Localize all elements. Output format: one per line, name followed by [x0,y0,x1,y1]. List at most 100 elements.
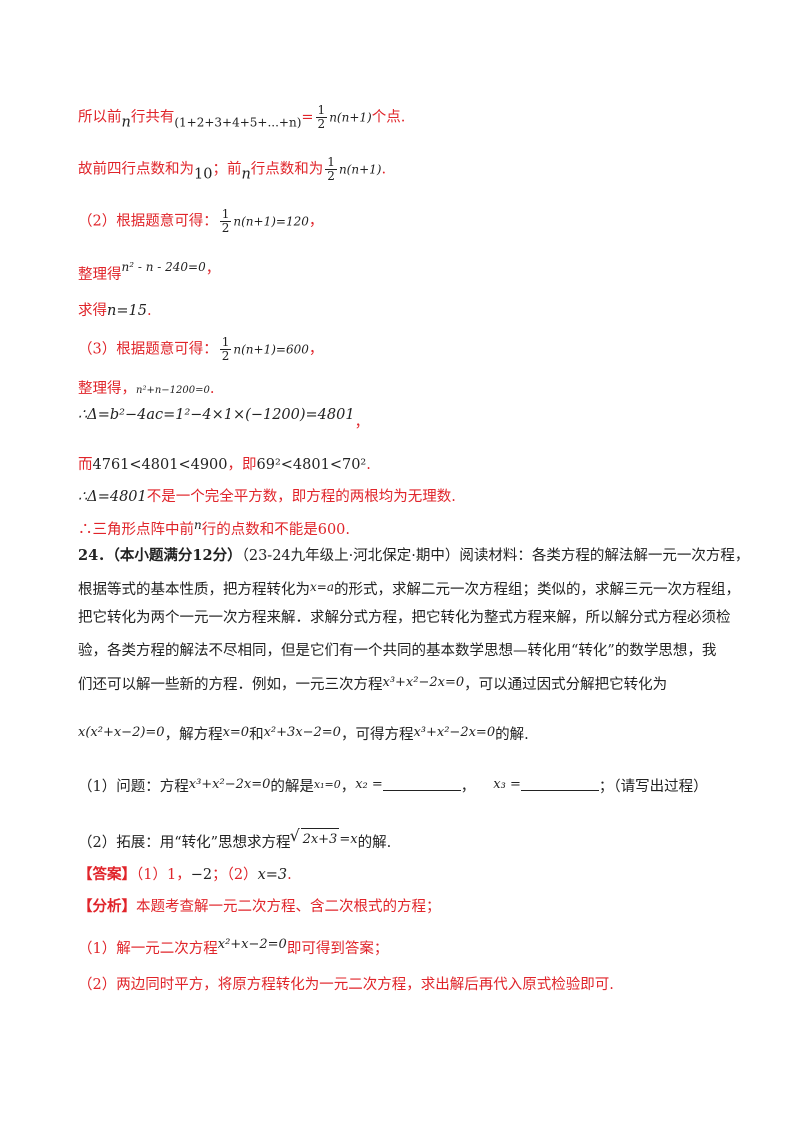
math-expr: x³+x²−2x=0 [413,725,496,740]
sol-line-4: 整理得n² - n - 240=0， [78,256,730,286]
math-eq: =x [339,832,358,847]
text: ；（请写出过程） [598,779,708,795]
text: 本题考查解一元二次方程、含二次根式的方程； [136,899,441,915]
text: ，即 [227,457,257,473]
math-x2: x₂ = [355,777,383,792]
answer-line: 【答案】（1）1，−2；（2）x=3. [78,864,730,886]
text: 们还可以解一些新的方程．例如，一元三次方程 [78,677,383,693]
math-value: −2 [190,867,213,883]
math-expr: n(n+1) [338,162,382,177]
answer-blank-x3[interactable] [520,776,599,791]
analysis-label: 【分析】 [78,898,136,915]
math-expr: x³+x²−2x=0 [188,777,271,792]
text: 和 [249,727,264,743]
text: 整理得 [78,267,122,283]
question-source: （23-24九年级上·河北保定·期中） [241,548,460,564]
analysis-line: 【分析】本题考查解一元二次方程、含二次根式的方程； [78,896,730,918]
math-expr: x²+x−2=0 [217,937,287,952]
text: 个点. [371,109,406,126]
math-expr: x³+x²−2x=0 [382,675,465,690]
text: 的形式，求解二元一次方程组；类似的，求解三元一次方程组， [333,582,740,598]
math-x3: x₃ = [493,777,521,792]
text: 阅读材料：各类方程的解法解一元一次方程， [459,548,750,564]
q24-line-5: 们还可以解一些新的方程．例如，一元三次方程x³+x²−2x=0，可以通过因式分解… [78,672,730,696]
text: （2）根据题意可得： [78,213,218,230]
text: . [209,381,215,397]
text: 整理得， [78,381,136,397]
sqrt-radicand: 2x+3 [290,825,340,851]
text: （1）问题：方程 [78,779,189,795]
q24-line-3: 把它转化为两个一元一次方程来解．求解分式方程，把它转化为整式方程来解，所以解分式… [78,607,731,629]
math-expr: ∴Δ=4801 [78,489,147,505]
text: = [301,109,314,126]
sol-line-8: ∴Δ=b²−4ac=1²−4×1×(−1200)=4801， [78,404,730,434]
q24-line-2: 根据等式的基本性质，把方程转化为x=a的形式，求解二元一次方程组；类似的，求解三… [78,576,740,601]
text: 行的点数和不能是600. [201,522,351,538]
text: . [146,303,152,319]
text: 行点数和为 [250,161,324,178]
text: （2）两边同时平方，将原方程转化为一元二次方程，求出解后再代入原式检验即可. [78,977,614,993]
text: 行共有 [130,109,175,126]
text: ， [460,779,476,795]
text: 求得 [78,303,107,319]
text: ，可以通过因式分解把它转化为 [464,677,668,693]
q24-line-4: 验，各类方程的解法不尽相同，但是它们有一个共同的基本数学思想—转化用“转化”的数… [78,640,730,662]
math-expr: n(n+1)=120 [233,214,309,229]
math-sum: (1+2+3+4+5+...+n) [174,115,302,130]
text: 故前四行点数和为 [78,161,194,178]
text: . [366,457,371,473]
math-n: n [121,114,131,131]
text: 而 [78,457,93,473]
math-value: x=3 [257,867,288,883]
text: ∴三角形点阵中前 [78,522,194,538]
math-expr: x²+3x−2=0 [263,725,341,740]
math-expr: n(n+1)=600 [233,342,309,357]
text: （1）1， [136,867,191,883]
math-n: n [241,166,251,183]
question-number: 24．（本小题满分12分） [78,547,242,564]
text: （3）根据题意可得： [78,341,218,358]
text: . [381,161,387,178]
q24-line-6: x(x²+x−2)=0，解方程x=0和x²+3x−2=0，可得方程x³+x²−2… [78,722,730,746]
text: 把它转化为两个一元一次方程来解．求解分式方程，把它转化为整式方程来解，所以解分式… [78,610,731,626]
text: （1）解一元二次方程 [78,941,218,957]
text: 所以前 [78,109,122,126]
text: 的解. [495,727,529,743]
answer-blank-x2[interactable] [382,776,461,791]
sol-line-7: 整理得，n²+n−1200=0. [78,378,730,402]
math-expr: 69²<4801<70² [256,457,367,473]
text: 的解. [357,835,392,851]
math-sqrt-eq: 2x+3=x [290,825,358,847]
math-expr: x=0 [222,725,250,740]
math-expr: ∴Δ=b²−4ac=1²−4×1×(−1200)=4801 [78,407,355,423]
text: 即可得到答案； [286,941,389,957]
q24-line-1: 24．（本小题满分12分）（23-24九年级上·河北保定·期中）阅读材料：各类方… [78,545,749,567]
text: 的解是 [270,779,314,795]
text: ，可得方程 [340,727,414,743]
text: ，解方程 [164,727,223,743]
text: ， [308,213,324,230]
text: 根据等式的基本性质，把方程转化为 [78,582,310,598]
text: 验，各类方程的解法不尽相同，但是它们有一个共同的基本数学思想—转化用“转化”的数… [78,643,717,659]
text: ；（2） [212,867,258,883]
math-expr: 4761<4801<4900 [92,457,228,473]
q24-line-8: （2）拓展：用“转化”思想求方程2x+3=x的解. [78,825,730,854]
math-value: 10 [194,166,213,183]
sol-line-10: ∴Δ=4801不是一个完全平方数，即方程的两根均为无理数. [78,486,730,508]
math-expr: n² - n - 240=0 [121,260,206,274]
text: 不是一个完全平方数，即方程的两根均为无理数. [146,489,456,505]
math-expr: x(x²+x−2)=0 [78,725,165,740]
sol-line-9: 而4761<4801<4900，即69²<4801<70². [78,454,730,476]
text: ， [340,779,356,795]
analysis-step-1: （1）解一元二次方程x²+x−2=0即可得到答案； [78,934,730,960]
sol-line-5: 求得n=15. [78,300,730,322]
text: ， [354,415,370,431]
